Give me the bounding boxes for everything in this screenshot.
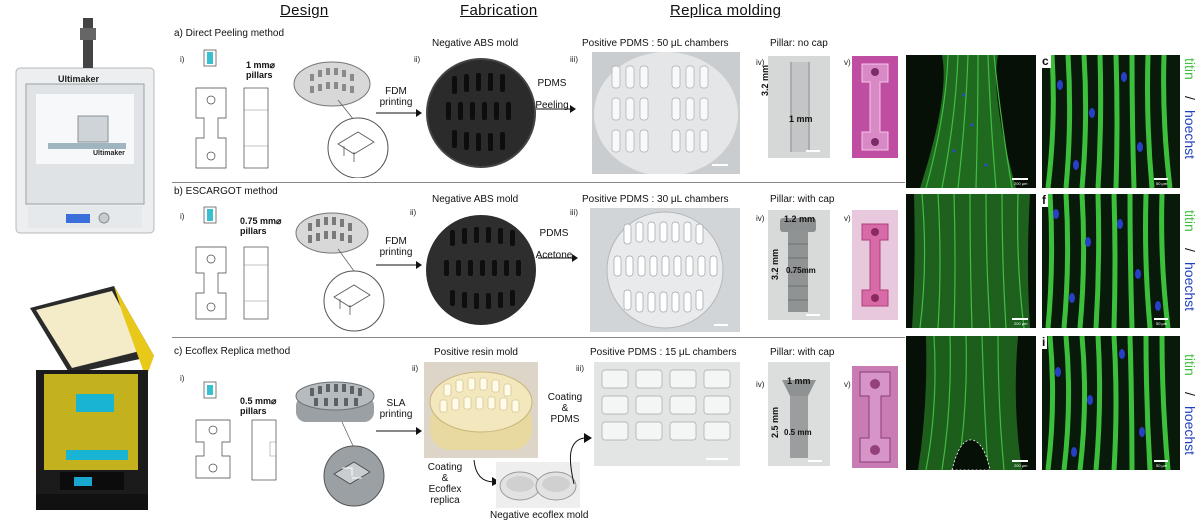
arrow-label: FDM printing: [379, 86, 413, 108]
header-fabrication: Fabrication: [460, 2, 538, 19]
stain-label: titin / hoechst: [1182, 210, 1198, 312]
arrow-label: Coating & Ecoflex replica: [427, 462, 463, 506]
header-replica-molding: Replica molding: [670, 2, 782, 19]
scale-label: 50 μm: [1156, 463, 1168, 468]
cad-drawing: [190, 48, 280, 180]
sla-printer: [14, 282, 162, 514]
abs-mold-photo: [426, 52, 536, 174]
chamber-closeup-photo: [852, 56, 898, 158]
step-label: v): [844, 58, 851, 67]
header-design: Design: [280, 2, 329, 19]
scale-label: 50 μm: [1156, 321, 1168, 326]
stain-label: titin / hoechst: [1182, 58, 1198, 160]
step-label: ii): [412, 364, 419, 373]
step-label: i): [180, 374, 185, 383]
fluorescence-overview-panel: 200 μm: [906, 55, 1036, 188]
pillar-title: Pillar: with cap: [770, 194, 835, 205]
ecoflex-mold-photo: [496, 462, 580, 508]
step-label: iv): [756, 380, 765, 389]
step-label: iii): [570, 208, 578, 217]
arrow-label: SLA printing: [379, 398, 413, 420]
fluorescence-overview-panel: 200 μm: [906, 194, 1036, 328]
mold-label: Positive resin mold: [434, 347, 518, 358]
pdms-chambers-photo: [594, 362, 740, 466]
pillar-width-label: 0.5 mm: [784, 428, 812, 437]
step-label: iii): [570, 55, 578, 64]
mold-3d-render: [292, 50, 392, 179]
arrow: [536, 100, 576, 113]
pdms-chambers-photo: [592, 52, 740, 174]
cap-width-label: 1.2 mm: [784, 214, 816, 224]
row-title: b) ESCARGOT method: [174, 186, 278, 197]
pillar-size-label: 0.5 mm⌀ pillars: [240, 396, 277, 416]
cad-drawing: [190, 380, 286, 500]
pillar-photo: [768, 56, 830, 158]
ultimaker-printer: Ultimaker Ultimaker: [8, 18, 163, 238]
scale-label: 50 μm: [1156, 181, 1168, 186]
step-label: v): [844, 380, 851, 389]
pillar-height-label: 2.5 mm: [770, 406, 780, 438]
pillar-height-label: 3.2 mm: [760, 64, 770, 96]
arrow: [376, 256, 422, 269]
mold-label: Negative ABS mold: [432, 194, 519, 205]
abs-mold-photo: [426, 208, 536, 332]
panel-letter: f: [1040, 193, 1048, 207]
pdms-chambers-photo: [590, 208, 740, 332]
chamber-closeup-photo: [852, 210, 898, 320]
step-label: ii): [410, 208, 417, 217]
pillar-size-label: 0.75 mm⌀ pillars: [240, 216, 282, 236]
fluorescence-zoom-panel: 50 μm: [1042, 194, 1180, 328]
pillar-size-label: 1 mm⌀ pillars: [246, 60, 275, 80]
pillar-photo: [768, 362, 830, 466]
pillar-photo: [768, 210, 830, 320]
step-label: iv): [756, 214, 765, 223]
row-title: c) Ecoflex Replica method: [174, 346, 291, 357]
fluorescence-overview-panel: 200 μm: [906, 336, 1036, 470]
cad-drawing: [190, 205, 280, 333]
stain-label: titin / hoechst: [1182, 354, 1198, 456]
step-label: v): [844, 214, 851, 223]
arrow-label: Coating & PDMS: [547, 392, 583, 425]
chamber-closeup-photo: [852, 366, 898, 468]
chamber-label: Positive PDMS : 50 μL chambers: [582, 38, 729, 49]
pillar-title: Pillar: with cap: [770, 347, 835, 358]
step-label: iv): [756, 58, 765, 67]
arrow-label: PDMS Acetone: [535, 228, 573, 261]
step-label: iii): [576, 364, 584, 373]
mold-label: Negative ABS mold: [432, 38, 519, 49]
row-divider: [172, 182, 905, 183]
printer-brand: Ultimaker: [58, 74, 100, 84]
resin-mold-photo: [424, 362, 538, 458]
pillar-width-label: 1 mm: [789, 114, 813, 124]
arrow-label: FDM printing: [379, 236, 413, 258]
ecoflex-label: Negative ecoflex mold: [490, 510, 589, 521]
mold-3d-render: [292, 378, 392, 508]
row-divider: [172, 337, 905, 338]
chamber-label: Positive PDMS : 30 μL chambers: [582, 194, 729, 205]
fluorescence-zoom-panel: 50 μm: [1042, 336, 1180, 470]
scale-label: 200 μm: [1014, 181, 1028, 186]
arrow-label: PDMS Peeling: [535, 78, 569, 111]
pillar-height-label: 3.2 mm: [770, 248, 780, 280]
row-title: a) Direct Peeling method: [174, 28, 285, 39]
arrow: [538, 249, 578, 262]
pillar-title: Pillar: no cap: [770, 38, 828, 49]
arrow: [376, 104, 422, 117]
chamber-label: Positive PDMS : 15 μL chambers: [590, 347, 737, 358]
mold-3d-render: [292, 205, 392, 333]
step-label: ii): [414, 55, 421, 64]
panel-letter: i: [1040, 335, 1048, 349]
fluorescence-zoom-panel: 50 μm: [1042, 55, 1180, 188]
step-label: i): [180, 212, 185, 221]
scale-label: 200 μm: [1014, 321, 1028, 326]
scale-label: 200 μm: [1014, 463, 1028, 468]
panel-letter: c: [1040, 54, 1051, 68]
arrow: [376, 422, 422, 435]
printer-brand-inner: Ultimaker: [93, 150, 125, 157]
step-label: i): [180, 55, 185, 64]
arrow: [562, 428, 592, 485]
pillar-width-label: 0.75mm: [786, 266, 816, 275]
cap-width-label: 1 mm: [787, 376, 811, 386]
